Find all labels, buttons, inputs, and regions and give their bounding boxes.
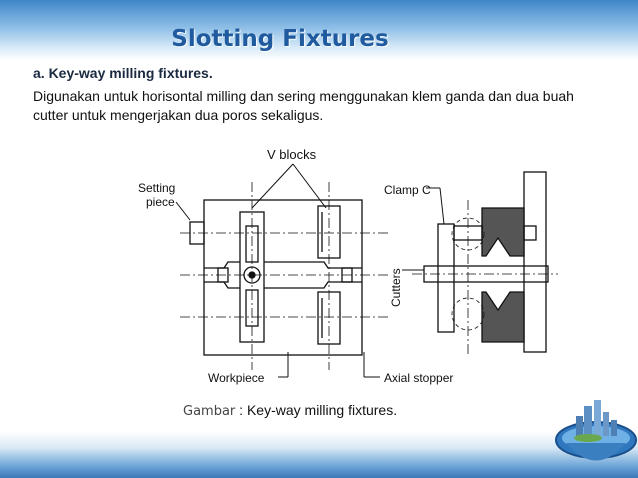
axial-stopper — [523, 171, 547, 353]
label-axial-stopper: Axial stopper — [384, 371, 453, 385]
label-workpiece: Workpiece — [208, 371, 265, 385]
caption-label: Gambar — [183, 404, 236, 419]
label-setting: Setting — [138, 181, 175, 195]
cutter-upper — [481, 207, 525, 257]
label-cutters: Cutters — [389, 268, 403, 307]
subheading: a. Key-way milling fixtures. — [33, 65, 213, 81]
globe-city-logo — [555, 400, 637, 461]
figure-caption: Gambar : Key-way milling fixtures. — [183, 402, 397, 419]
cutter-lower — [481, 291, 525, 343]
caption-text: Key-way milling fixtures. — [246, 402, 398, 418]
fixture-base — [203, 199, 363, 356]
body-text: Digunakan untuk horisontal milling dan s… — [33, 88, 574, 123]
label-v-blocks: V blocks — [267, 147, 317, 162]
header-gradient — [0, 0, 638, 60]
keyway-fixture-diagram: V blocks Setting piece Clamp C Cutters W… — [138, 147, 558, 385]
footer-gradient — [0, 432, 638, 478]
workpiece-shaft — [239, 211, 265, 343]
caption-separator: : — [239, 402, 244, 418]
label-piece: piece — [146, 195, 175, 209]
slide-title: Slotting Fixtures — [171, 26, 389, 52]
label-clamp-c: Clamp C — [384, 183, 431, 197]
